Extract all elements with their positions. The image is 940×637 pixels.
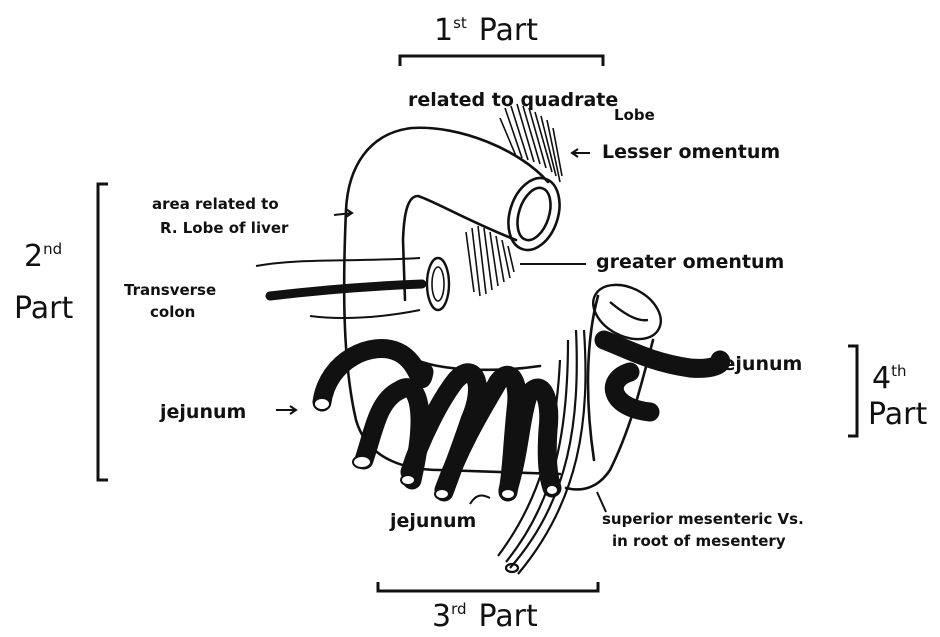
liver-area-label: area related to xyxy=(152,195,279,213)
transverse-colon-label-2: colon xyxy=(150,303,195,321)
lesser-omentum-label: Lesser omentum xyxy=(602,141,780,163)
bracket-fourth-part xyxy=(848,346,857,436)
second-part-label-num: 2nd xyxy=(24,239,62,274)
second-part-label-word: Part xyxy=(14,291,73,326)
duodenum-outline xyxy=(344,128,653,490)
first-part-cut-end xyxy=(500,171,569,256)
quadrate-lobe-label: related to quadrate xyxy=(408,89,618,111)
greater-omentum-label: greater omentum xyxy=(596,251,784,273)
quadrate-lobe-label-2: Lobe xyxy=(614,106,655,124)
smv-label-2: in root of mesentery xyxy=(612,532,786,550)
bracket-third-part xyxy=(378,582,598,591)
jejunum-label-right: jejunum xyxy=(715,353,802,375)
bracket-first-part xyxy=(400,56,603,66)
jejunum-label-left: jejunum xyxy=(159,401,246,423)
smv-label: superior mesenteric Vs. xyxy=(602,510,804,528)
bracket-second-part xyxy=(98,184,108,480)
fourth-part-label-word: Part xyxy=(868,397,927,432)
jejunum-loops xyxy=(322,340,721,492)
lesser-omentum-hatching xyxy=(500,104,562,182)
transverse-colon-label: Transverse xyxy=(124,281,216,299)
fourth-part-label-num: 4th xyxy=(872,361,906,396)
jejunum-label-bottom: jejunum xyxy=(389,510,476,532)
liver-area-label-2: R. Lobe of liver xyxy=(160,219,289,237)
transverse-colon xyxy=(256,258,449,318)
